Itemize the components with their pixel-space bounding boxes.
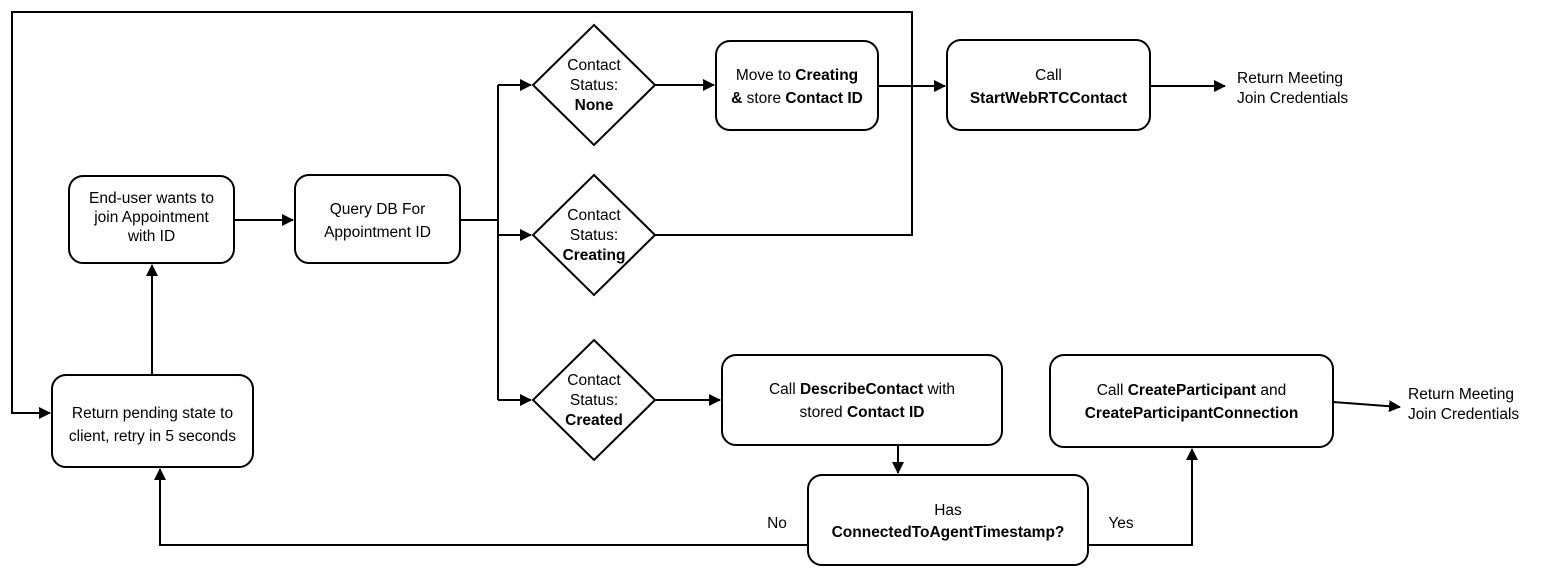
node-start-webrtc: Call StartWebRTCContact: [946, 39, 1151, 131]
text-segment: Contact ID: [847, 404, 925, 421]
node-status-creating: Contact Status: Creating: [531, 173, 657, 297]
node-query-db-line1: Query DB For: [330, 201, 426, 218]
node-create-participant-line1: Call CreateParticipant and: [1097, 382, 1287, 399]
node-describe-contact-shape: [721, 354, 1003, 446]
edge-createparticipant-to-credentials: [1332, 400, 1401, 413]
node-move-to-creating-line2: & store Contact ID: [731, 90, 863, 107]
node-return-pending-line2: client, retry in 5 seconds: [69, 428, 236, 445]
node-status-created-line1: Contact: [567, 372, 621, 389]
node-end-user-shape: [68, 175, 235, 264]
node-create-participant-shape: [1049, 354, 1334, 448]
node-return-pending-line1: Return pending state to: [72, 405, 233, 422]
node-status-none-shape: [531, 23, 657, 147]
node-status-none-line2: Status:: [570, 77, 618, 94]
text-segment: Creating: [795, 67, 858, 84]
text-segment: DescribeContact: [800, 381, 923, 398]
node-end-user-line1: End-user wants to: [89, 190, 214, 207]
edge-has-no-to-pending: [154, 468, 808, 546]
node-end-user-line2: join Appointment: [93, 209, 209, 226]
node-query-db-line2: Appointment ID: [324, 224, 431, 241]
node-move-to-creating-line1: Move to Creating: [736, 67, 858, 84]
node-start-webrtc-shape: [946, 39, 1151, 131]
node-status-created-line3: Created: [565, 412, 623, 429]
node-status-creating-line2: Status:: [570, 227, 618, 244]
edge-has-yes-to-createparticipant: [1088, 448, 1198, 546]
node-describe-contact-line1: Call DescribeContact with: [769, 381, 955, 398]
node-has-timestamp-line2: ConnectedToAgentTimestamp?: [832, 524, 1065, 541]
node-return-pending-shape: [51, 374, 254, 468]
text-segment: Contact ID: [785, 90, 863, 107]
label-return-credentials-top: Return Meeting Join Credentials: [1237, 70, 1348, 107]
node-status-created: Contact Status: Created: [531, 338, 657, 462]
node-has-timestamp-line1: Has: [934, 502, 962, 519]
text-segment: CreateParticipant: [1128, 382, 1256, 399]
text-segment: with: [923, 381, 955, 398]
label-return-credentials-bottom-line2: Join Credentials: [1408, 406, 1519, 423]
text-segment: Call: [769, 381, 800, 398]
node-start-webrtc-line2: StartWebRTCContact: [970, 90, 1127, 107]
node-describe-contact-line2: stored Contact ID: [800, 404, 925, 421]
label-return-credentials-bottom-line1: Return Meeting: [1408, 386, 1514, 403]
text-segment: store: [747, 90, 786, 107]
node-create-participant: Call CreateParticipant and CreatePartici…: [1049, 354, 1334, 448]
label-no: No: [767, 515, 787, 532]
node-status-none: Contact Status: None: [531, 23, 657, 147]
node-status-none-line1: Contact: [567, 57, 621, 74]
label-return-credentials-bottom: Return Meeting Join Credentials: [1408, 386, 1519, 423]
node-end-user-line3: with ID: [127, 228, 175, 245]
node-start-webrtc-line1: Call: [1035, 67, 1062, 84]
text-segment: Move to: [736, 67, 795, 84]
text-segment: &: [731, 90, 747, 107]
label-yes: Yes: [1108, 515, 1134, 532]
node-status-creating-line3: Creating: [563, 247, 626, 264]
node-status-created-line2: Status:: [570, 392, 618, 409]
node-create-participant-line2: CreateParticipantConnection: [1085, 405, 1299, 422]
edges: [11, 11, 1401, 546]
text-segment: Call: [1097, 382, 1128, 399]
node-status-creating-shape: [531, 173, 657, 297]
text-segment: stored: [800, 404, 847, 421]
node-query-db-shape: [294, 174, 461, 264]
text-segment: and: [1256, 382, 1286, 399]
label-return-credentials-top-line2: Join Credentials: [1237, 90, 1348, 107]
edge-creating-loop-to-pending: [11, 11, 913, 419]
node-describe-contact: Call DescribeContact with stored Contact…: [721, 354, 1003, 446]
node-has-timestamp: Has ConnectedToAgentTimestamp?: [807, 474, 1089, 566]
node-query-db: Query DB For Appointment ID: [294, 174, 461, 264]
node-return-pending: Return pending state to client, retry in…: [51, 374, 254, 468]
node-status-none-line3: None: [575, 97, 614, 114]
node-move-to-creating: Move to Creating & store Contact ID: [715, 40, 879, 131]
node-move-to-creating-shape: [715, 40, 879, 131]
node-has-timestamp-shape: [807, 474, 1089, 566]
node-status-created-shape: [531, 338, 657, 462]
label-return-credentials-top-line1: Return Meeting: [1237, 70, 1343, 87]
node-end-user: End-user wants to join Appointment with …: [68, 175, 235, 264]
node-status-creating-line1: Contact: [567, 207, 621, 224]
